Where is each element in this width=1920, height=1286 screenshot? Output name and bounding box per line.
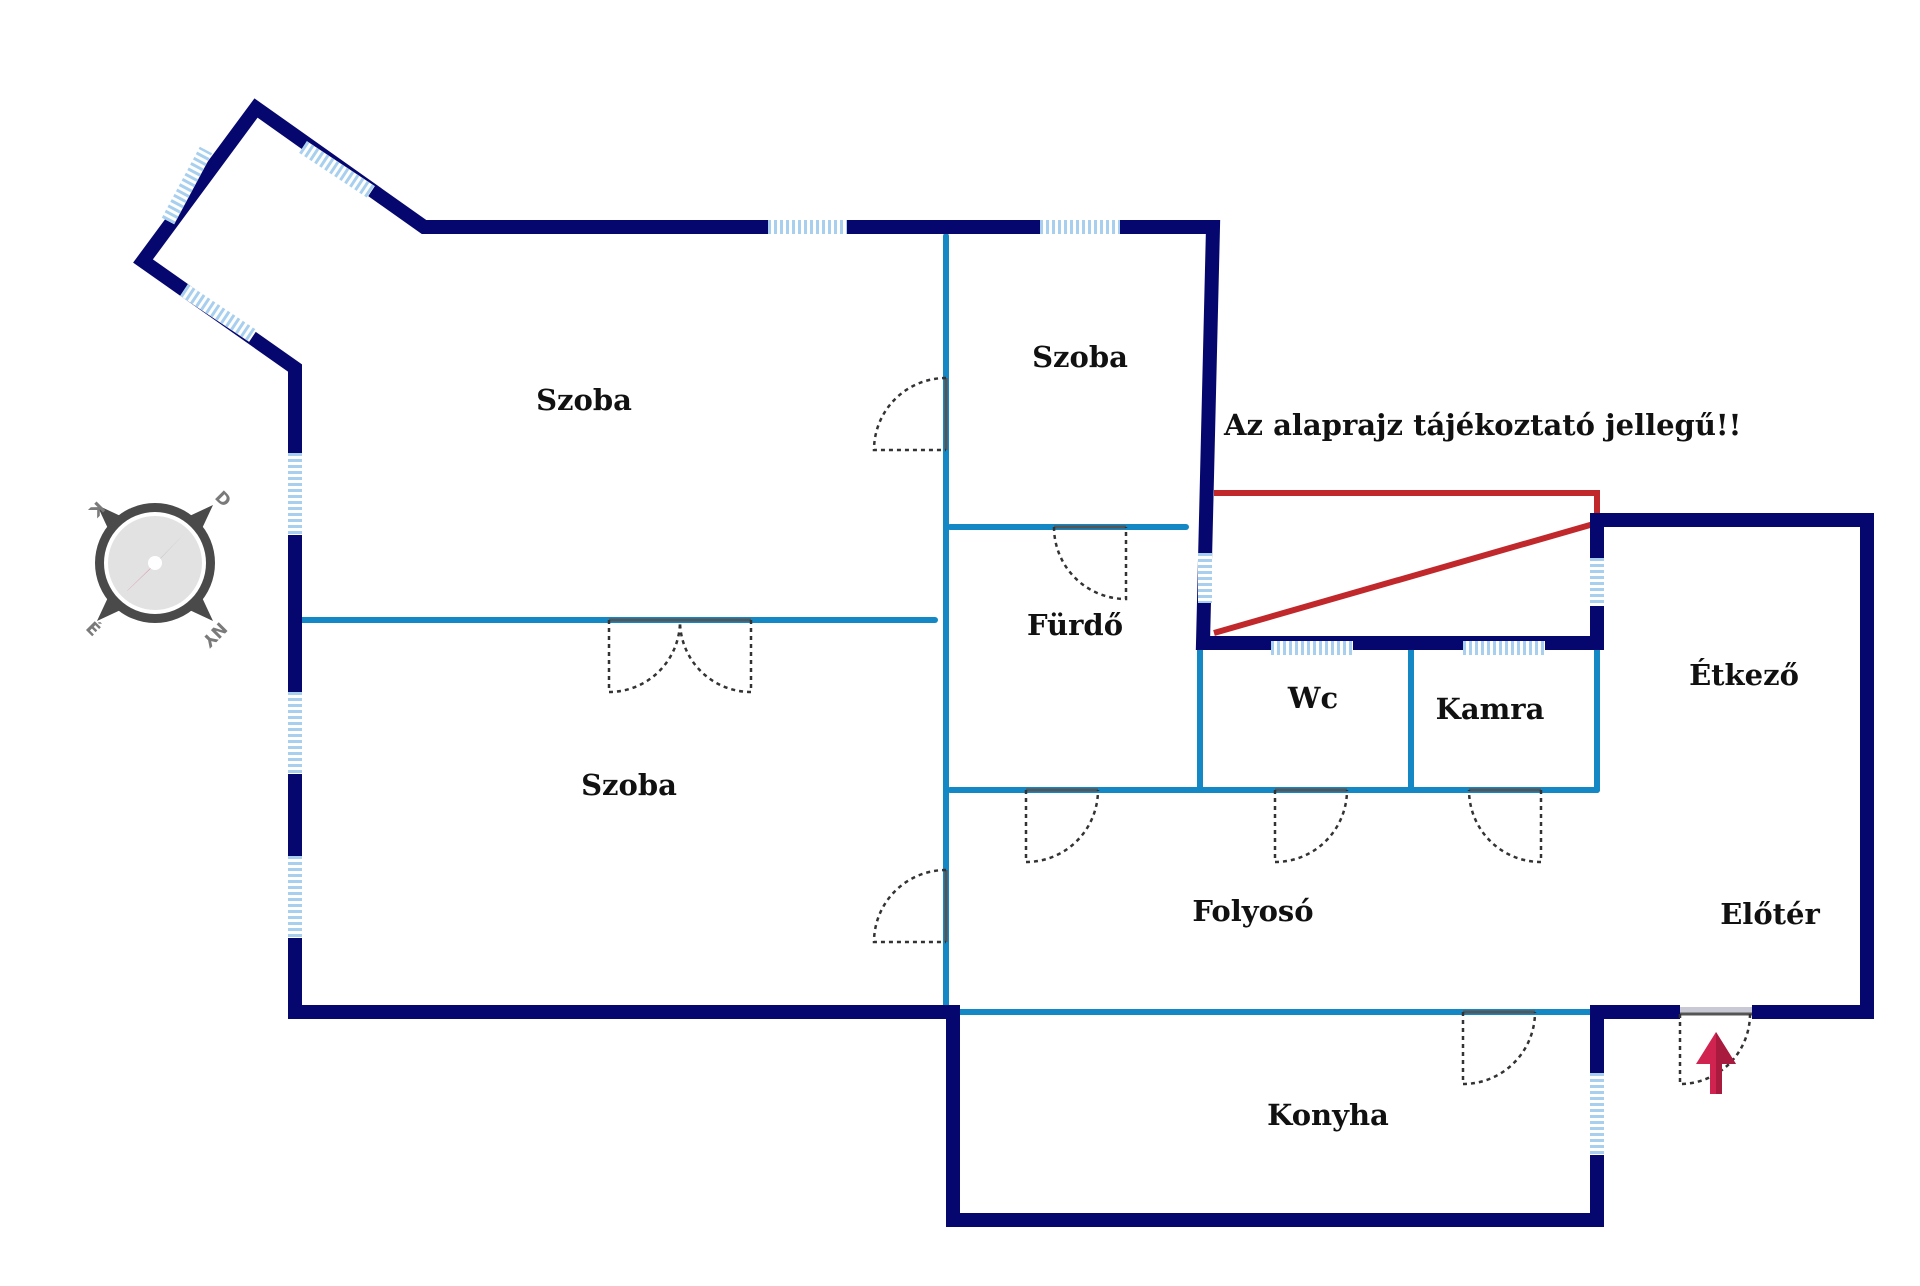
door — [872, 868, 948, 944]
room-label-szoba: Szoba — [581, 768, 677, 802]
door — [607, 618, 753, 694]
entrance-door — [1678, 1005, 1752, 1086]
window — [161, 146, 213, 225]
windows — [161, 141, 1604, 1155]
window — [180, 284, 257, 342]
compass-letter-south: D — [210, 487, 234, 511]
door — [872, 376, 948, 452]
room-label-szoba: Szoba — [536, 383, 632, 417]
door — [1461, 1010, 1537, 1086]
compass-letter-west: NY — [197, 618, 230, 651]
door — [1024, 788, 1100, 864]
doors — [607, 376, 1752, 1086]
entrance-arrow-icon — [1696, 1032, 1736, 1094]
room-label-folyoso: Folyosó — [1192, 894, 1313, 928]
room-label-konyha: Konyha — [1267, 1098, 1389, 1132]
room-label-wc: Wc — [1287, 681, 1338, 715]
door — [1467, 788, 1543, 864]
room-label-furdo: Fürdő — [1027, 608, 1123, 642]
balcony — [1213, 490, 1600, 636]
compass-icon: É K D NY — [81, 487, 234, 651]
door — [1273, 788, 1349, 864]
room-label-eloter: Előtér — [1720, 897, 1820, 931]
compass-letter-north: É — [81, 617, 105, 641]
inner-walls — [297, 233, 1600, 1015]
room-label-etkezo: Étkező — [1689, 657, 1799, 692]
door — [1052, 525, 1128, 601]
disclaimer-note: Az alaprajz tájékoztató jellegű!! — [1223, 408, 1741, 442]
window — [299, 141, 375, 198]
room-label-szoba: Szoba — [1032, 340, 1128, 374]
outer-walls — [133, 98, 1874, 1227]
room-label-kamra: Kamra — [1436, 692, 1545, 726]
